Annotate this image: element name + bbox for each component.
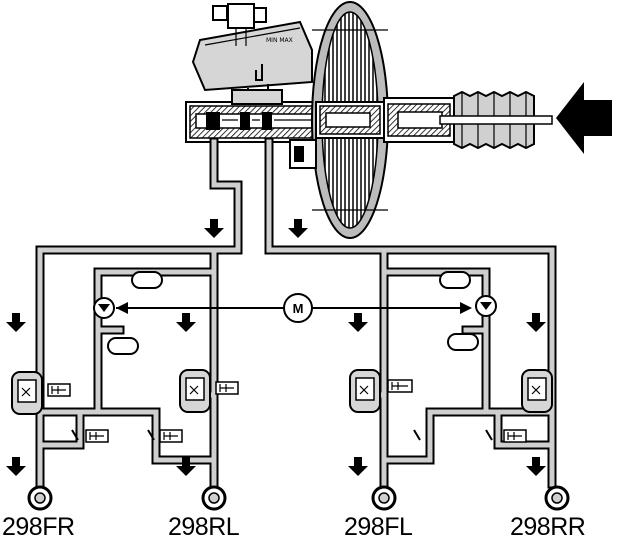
wheel-label-fl: 298FL: [344, 513, 413, 541]
flow-arrow: [526, 313, 546, 332]
push-rod-boot: [383, 90, 553, 150]
accumulator-left-top: [131, 271, 163, 289]
accumulator-right-top: [439, 271, 471, 289]
outlet-valves-right: [413, 429, 527, 443]
pedal-force-arrow: [556, 82, 612, 154]
accumulator-right-bottom: [447, 333, 479, 351]
brake-booster: [289, 1, 389, 239]
valve-block-rl: [179, 369, 239, 413]
wheel-cylinder-fr: [27, 485, 53, 511]
hydraulic-unit: M: [11, 271, 553, 443]
motor-label: M: [293, 301, 304, 316]
fluid-reservoir: MIN MAX: [191, 3, 313, 108]
master-cylinder-assembly: MIN MAX: [185, 1, 612, 239]
flow-arrow: [176, 313, 196, 332]
flow-arrow: [348, 457, 368, 476]
outlet-valves-left: [71, 429, 183, 443]
wheel-cylinder-rr: [544, 485, 570, 511]
svg-text:MIN MAX: MIN MAX: [266, 37, 293, 44]
wheel-cylinder-fl: [371, 485, 397, 511]
flow-arrow: [288, 219, 308, 238]
flow-arrow: [526, 457, 546, 476]
flow-arrow: [204, 219, 224, 238]
flow-arrow: [348, 313, 368, 332]
wheel-label-fr: 298FR: [2, 513, 75, 541]
flow-arrow: [6, 313, 26, 332]
flow-arrow: [6, 457, 26, 476]
valve-block-fr: [11, 371, 71, 415]
valve-block-rr: [521, 369, 553, 413]
wheel-label-rl: 298RL: [168, 513, 240, 541]
wheel-cylinder-rl: [201, 485, 227, 511]
wheel-label-rr: 298RR: [510, 513, 586, 541]
wheel-cylinders: [27, 485, 570, 511]
pump-motor: M: [283, 293, 313, 323]
accumulator-left-bottom: [107, 337, 139, 355]
valve-block-fl: [349, 369, 413, 413]
